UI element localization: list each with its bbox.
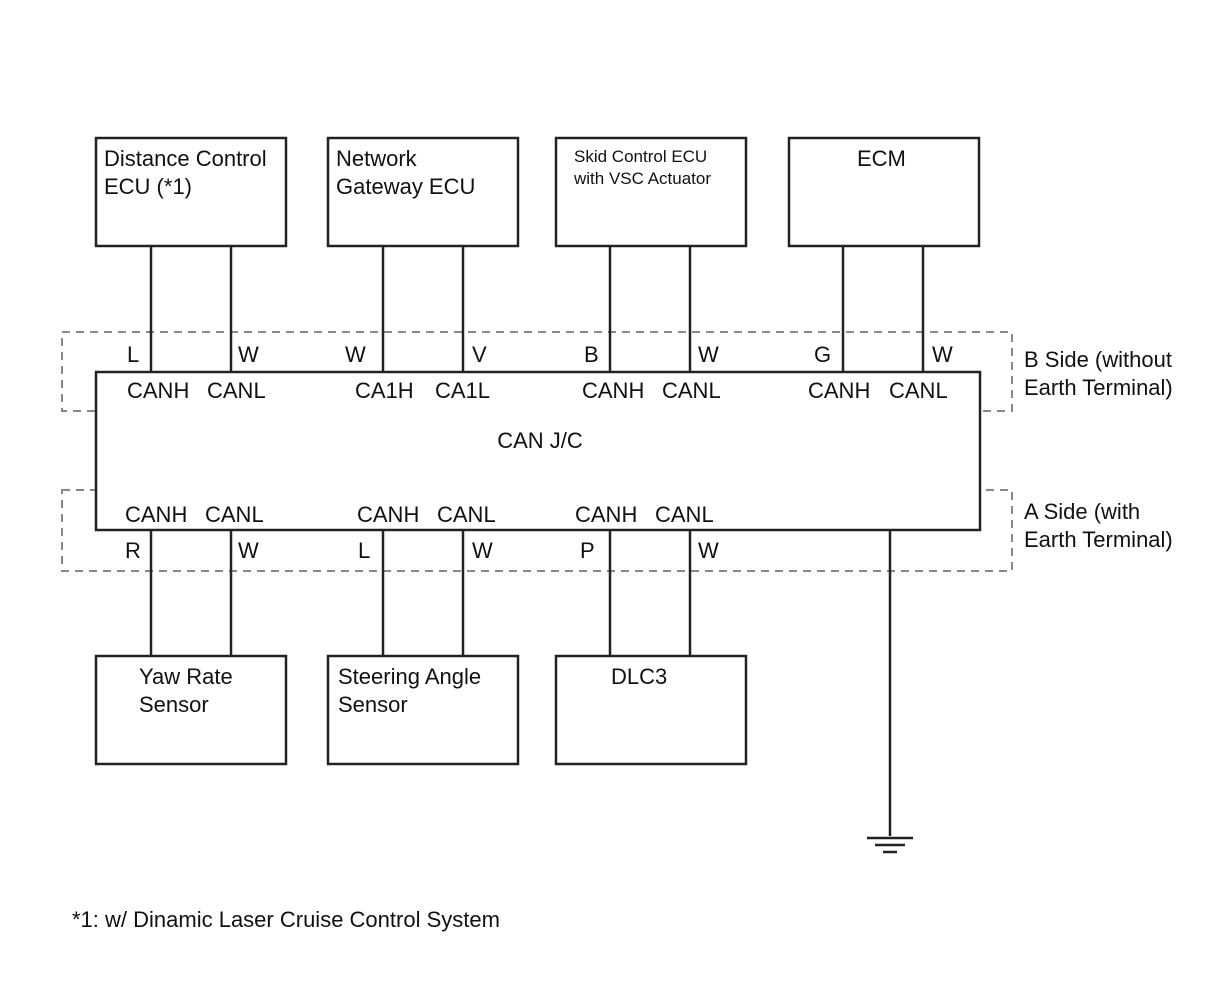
ecu-label-line: Skid Control ECU [574,147,707,166]
pin-label: CANH [125,502,187,527]
footnote: *1: w/ Dinamic Laser Cruise Control Syst… [72,907,500,932]
pin-label: CANL [662,378,721,403]
pin-label: CANH [575,502,637,527]
ecu-label-line: Gateway ECU [336,174,475,199]
a-side-wire-colors: R W L W P W [125,538,719,563]
ecu-label-line: ECM [857,146,906,171]
sensor-label-line: DLC3 [611,664,667,689]
wire-color-label: W [932,342,953,367]
wire-color-label: B [584,342,599,367]
sensor-label-line: Sensor [139,692,209,717]
ecu-box: ECM [787,136,981,248]
wire-color-label: R [125,538,141,563]
wire-color-label: G [814,342,831,367]
pin-label: CANL [207,378,266,403]
pin-label: CANH [808,378,870,403]
ecu-label-line: with VSC Actuator [573,169,711,188]
wire-color-label: W [698,342,719,367]
side-label-line: A Side (with [1024,499,1140,524]
pin-label: CANL [889,378,948,403]
b-side-wire-colors: L W W V B W G W [127,342,953,367]
a-side-pins: CANH CANL CANH CANL CANH CANL [125,502,714,527]
ecu-box: Distance Control ECU (*1) [94,136,288,248]
sensor-box: DLC3 [554,654,748,766]
ecu-box: Skid Control ECU with VSC Actuator [554,136,748,248]
b-side-label: B Side (without Earth Terminal) [1024,347,1173,400]
wire-color-label: V [472,342,487,367]
junction-label: CAN J/C [497,428,583,453]
wire-color-label: P [580,538,595,563]
ecu-label-line: Distance Control [104,146,267,171]
wire-color-label: W [238,342,259,367]
can-junction-box [94,370,982,532]
pin-label: CANL [205,502,264,527]
sensor-label-line: Yaw Rate [139,664,233,689]
wire-color-label: W [345,342,366,367]
wire-color-label: W [698,538,719,563]
ecu-box: Network Gateway ECU [326,136,520,248]
pin-label: CANL [655,502,714,527]
wire-color-label: L [358,538,370,563]
top-wires [149,246,925,372]
ecu-label-line: ECU (*1) [104,174,192,199]
ground-icon [867,836,913,854]
b-side-pins: CANH CANL CA1H CA1L CANH CANL CANH CANL [127,378,948,403]
side-label-line: Earth Terminal) [1024,527,1173,552]
pin-label: CANH [127,378,189,403]
pin-label: CANL [437,502,496,527]
sensor-label-line: Steering Angle [338,664,481,689]
side-label-line: Earth Terminal) [1024,375,1173,400]
pin-label: CA1H [355,378,414,403]
wire-color-label: L [127,342,139,367]
bottom-wires [149,530,692,656]
a-side-zone [61,489,1013,572]
wire-color-label: W [238,538,259,563]
pin-label: CA1L [435,378,490,403]
a-side-label: A Side (with Earth Terminal) [1024,499,1173,552]
side-label-line: B Side (without [1024,347,1172,372]
ecu-label-line: Network [336,146,418,171]
wire-color-label: W [472,538,493,563]
pin-label: CANH [582,378,644,403]
sensor-box: Steering Angle Sensor [326,654,520,766]
pin-label: CANH [357,502,419,527]
sensor-box: Yaw Rate Sensor [94,654,288,766]
sensor-label-line: Sensor [338,692,408,717]
